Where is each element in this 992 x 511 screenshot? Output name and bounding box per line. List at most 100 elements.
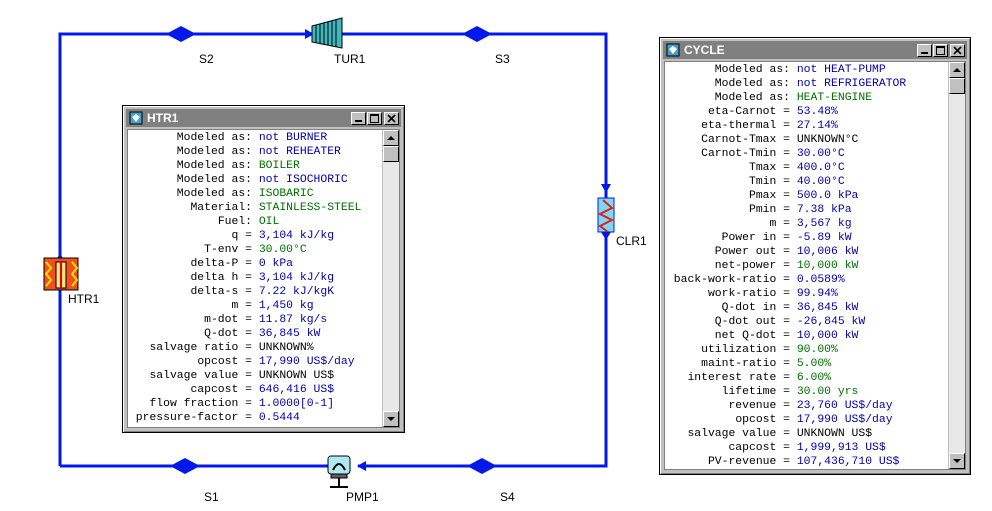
scroll-down-button[interactable]	[949, 453, 965, 469]
property-label: delta h =	[190, 272, 252, 284]
property-label: m =	[769, 218, 790, 230]
property-value: 99.94%	[796, 288, 838, 300]
property-label: pressure-factor =	[135, 412, 252, 424]
close-button[interactable]	[384, 111, 399, 125]
minimize-button[interactable]	[917, 43, 932, 57]
property-value: 1,450 kg	[258, 300, 314, 312]
scroll-up-button[interactable]	[949, 62, 965, 78]
property-row: Pmax = 500.0 kPa	[665, 189, 965, 203]
scroll-down-button[interactable]	[383, 411, 399, 427]
stream-node-s1[interactable]	[170, 458, 200, 474]
property-value: 17,990 US$/day	[796, 414, 893, 426]
cooler-icon[interactable]	[597, 197, 615, 240]
heater-icon[interactable]	[43, 257, 79, 291]
property-label: capcost =	[190, 384, 252, 396]
property-label: PV-revenue =	[707, 456, 790, 468]
property-label: Modeled as:	[714, 64, 790, 76]
property-label: Q-dot in =	[721, 302, 790, 314]
label-htr1: HTR1	[68, 292, 100, 306]
property-value: not ISOCHORIC	[258, 174, 348, 186]
property-value: 7.22 kJ/kgK	[258, 286, 335, 298]
close-button[interactable]	[950, 43, 965, 57]
property-label: Q-dot out =	[714, 316, 790, 328]
property-row: delta h = 3,104 kJ/kg	[128, 271, 399, 285]
property-row: work-ratio = 99.94%	[665, 287, 965, 301]
arrow-icon	[601, 184, 611, 193]
minimize-button[interactable]	[351, 111, 366, 125]
property-row: Tmax = 400.0°C	[665, 161, 965, 175]
property-row: Tmin = 40.00°C	[665, 175, 965, 189]
property-label: lifetime =	[721, 386, 790, 398]
property-row: maint-ratio = 5.00%	[665, 357, 965, 371]
property-value: 30.00°C	[796, 148, 845, 160]
property-row: Pmin = 7.38 kPa	[665, 203, 965, 217]
property-row: salvage value = UNKNOWN US$	[665, 427, 965, 441]
arrow-icon	[357, 461, 366, 471]
property-row: opcost = 17,990 US$/day	[128, 355, 399, 369]
minimize-icon	[921, 51, 928, 54]
maximize-button[interactable]	[933, 43, 948, 57]
stream-node-s2[interactable]	[166, 26, 196, 42]
property-row: eta-thermal = 27.14%	[665, 119, 965, 133]
property-value: not REHEATER	[258, 146, 341, 158]
property-row: Modeled as: not ISOCHORIC	[128, 173, 399, 187]
property-row: salvage value = UNKNOWN US$	[128, 369, 399, 383]
pump-icon[interactable]	[327, 455, 351, 488]
stream-node-s4[interactable]	[467, 458, 497, 474]
property-row: delta-P = 0 kPa	[128, 257, 399, 271]
property-row: Carnot-Tmax = UNKNOWN°C	[665, 133, 965, 147]
property-label: salvage ratio =	[149, 342, 252, 354]
property-label: delta-P =	[190, 258, 252, 270]
htr1-scrollbar[interactable]	[382, 130, 399, 427]
property-value: 646,416 US$	[258, 384, 335, 396]
maximize-icon	[936, 45, 945, 55]
property-value: 0.5444	[258, 412, 300, 424]
turbine-icon[interactable]	[311, 17, 343, 49]
property-label: Pmin =	[748, 204, 790, 216]
stream-node-s3[interactable]	[462, 26, 492, 42]
property-value: 40.00°C	[796, 176, 845, 188]
property-value: BOILER	[258, 160, 300, 172]
chevron-up-icon	[387, 136, 395, 140]
property-value: 17,990 US$/day	[258, 356, 355, 368]
property-value: STAINLESS-STEEL	[258, 202, 362, 214]
property-row: Modeled as: not REHEATER	[128, 145, 399, 159]
htr1-titlebar[interactable]: HTR1	[126, 109, 401, 127]
label-s1: S1	[204, 490, 219, 504]
property-label: Modeled as:	[714, 92, 790, 104]
property-label: Modeled as:	[176, 146, 252, 158]
maximize-button[interactable]	[367, 111, 382, 125]
property-label: Material:	[190, 202, 252, 214]
property-label: Modeled as:	[176, 174, 252, 186]
cycle-scrollbar[interactable]	[948, 62, 965, 469]
scroll-thumb[interactable]	[949, 78, 965, 94]
scroll-up-button[interactable]	[383, 130, 399, 146]
property-row: lifetime = 30.00 yrs	[665, 385, 965, 399]
property-value: 36,845 kW	[258, 328, 321, 340]
property-label: utilization =	[701, 344, 790, 356]
property-label: Power in =	[721, 232, 790, 244]
cycle-titlebar[interactable]: CYCLE	[663, 41, 967, 59]
property-label: eta-thermal =	[701, 120, 790, 132]
property-row: utilization = 90.00%	[665, 343, 965, 357]
property-value: -26,845 kW	[796, 316, 866, 328]
property-row: m = 1,450 kg	[128, 299, 399, 313]
property-value: 5.00%	[796, 358, 832, 370]
property-value: not REFRIGERATOR	[796, 78, 907, 90]
property-value: 3,567 kg	[796, 218, 852, 230]
property-row: Q-dot out = -26,845 kW	[665, 315, 965, 329]
property-row: capcost = 1,999,913 US$	[665, 441, 965, 455]
property-row: salvage ratio = UNKNOWN%	[128, 341, 399, 355]
property-label: Modeled as:	[714, 78, 790, 90]
property-value: not BURNER	[258, 132, 328, 144]
property-row: m-dot = 11.87 kg/s	[128, 313, 399, 327]
minimize-icon	[355, 119, 362, 122]
property-label: net Q-dot =	[714, 330, 790, 342]
property-row: Modeled as: HEAT-ENGINE	[665, 91, 965, 105]
property-label: eta-Carnot =	[707, 106, 790, 118]
scroll-thumb[interactable]	[383, 146, 399, 162]
property-value: 3,104 kJ/kg	[258, 272, 335, 284]
htr1-title: HTR1	[147, 111, 179, 125]
